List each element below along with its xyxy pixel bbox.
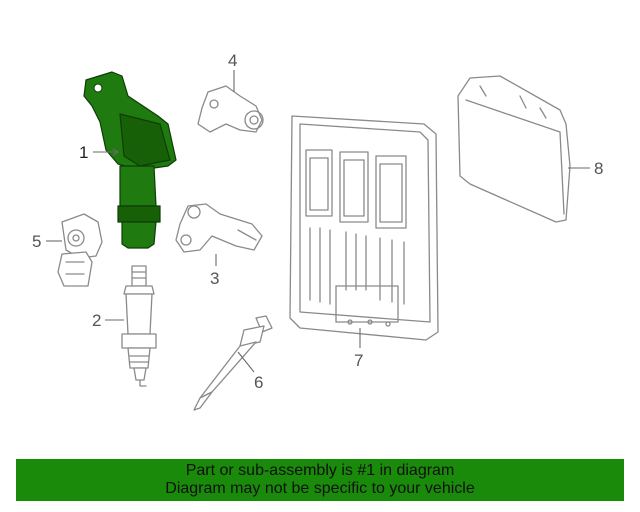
callout-2[interactable]: 2 <box>92 311 101 330</box>
crankshaft-sensor[interactable] <box>175 203 263 253</box>
spark-plug[interactable] <box>121 265 157 387</box>
callout-8[interactable]: 8 <box>594 159 603 178</box>
camshaft-sensor[interactable] <box>197 85 264 133</box>
leader-1-arrow <box>112 148 120 156</box>
callout-1[interactable]: 1 <box>79 143 88 162</box>
module-cover[interactable] <box>457 75 571 223</box>
glow-plug[interactable] <box>193 315 273 411</box>
leader-6 <box>237 351 255 373</box>
info-banner: Part or sub-assembly is #1 in diagram Di… <box>16 459 624 501</box>
callout-3[interactable]: 3 <box>210 269 219 288</box>
ignition-coil[interactable] <box>83 71 177 249</box>
callout-5[interactable]: 5 <box>32 232 41 251</box>
banner-line-1: Part or sub-assembly is #1 in diagram <box>185 462 455 479</box>
callout-4[interactable]: 4 <box>228 51 237 70</box>
callout-6[interactable]: 6 <box>254 373 263 392</box>
knock-sensor[interactable] <box>57 213 103 287</box>
callout-7[interactable]: 7 <box>354 351 363 370</box>
engine-control-module[interactable] <box>289 115 439 341</box>
banner-line-2: Diagram may not be specific to your vehi… <box>165 480 475 497</box>
parts-diagram: 1 2 3 4 5 6 7 8 <box>32 51 603 411</box>
